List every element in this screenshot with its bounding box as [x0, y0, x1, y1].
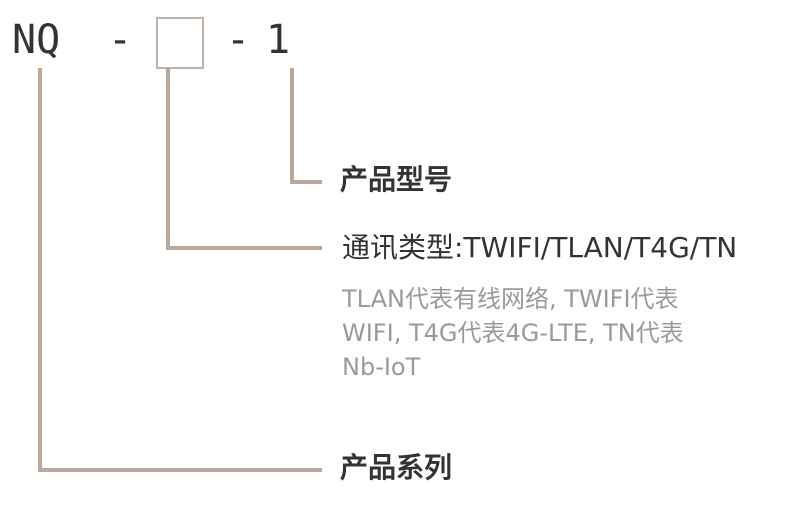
code-separator-1: - [108, 17, 133, 63]
comm-connector-horizontal [166, 246, 322, 250]
code-prefix: NQ [12, 17, 61, 63]
communication-description: TLAN代表有线网络, TWIFI代表 WIFI, T4G代表4G-LTE, T… [342, 282, 802, 384]
label-product-series: 产品系列 [340, 451, 453, 484]
model-connector-vertical [290, 68, 294, 184]
description-line: TLAN代表有线网络, TWIFI代表 [342, 285, 679, 313]
label-communication-type: 通讯类型:TWIFI/TLAN/T4G/TN [342, 231, 738, 264]
code-separator-2: - [226, 17, 251, 63]
description-line: WIFI, T4G代表4G-LTE, TN代表 [342, 319, 684, 347]
series-connector-vertical [38, 68, 42, 472]
label-product-model: 产品型号 [340, 163, 453, 196]
code-placeholder-box [156, 17, 204, 69]
model-connector-horizontal [290, 180, 322, 184]
comm-connector-vertical [166, 68, 170, 250]
series-connector-horizontal [38, 468, 322, 472]
code-suffix: 1 [266, 17, 291, 63]
description-line: Nb-IoT [342, 353, 421, 381]
